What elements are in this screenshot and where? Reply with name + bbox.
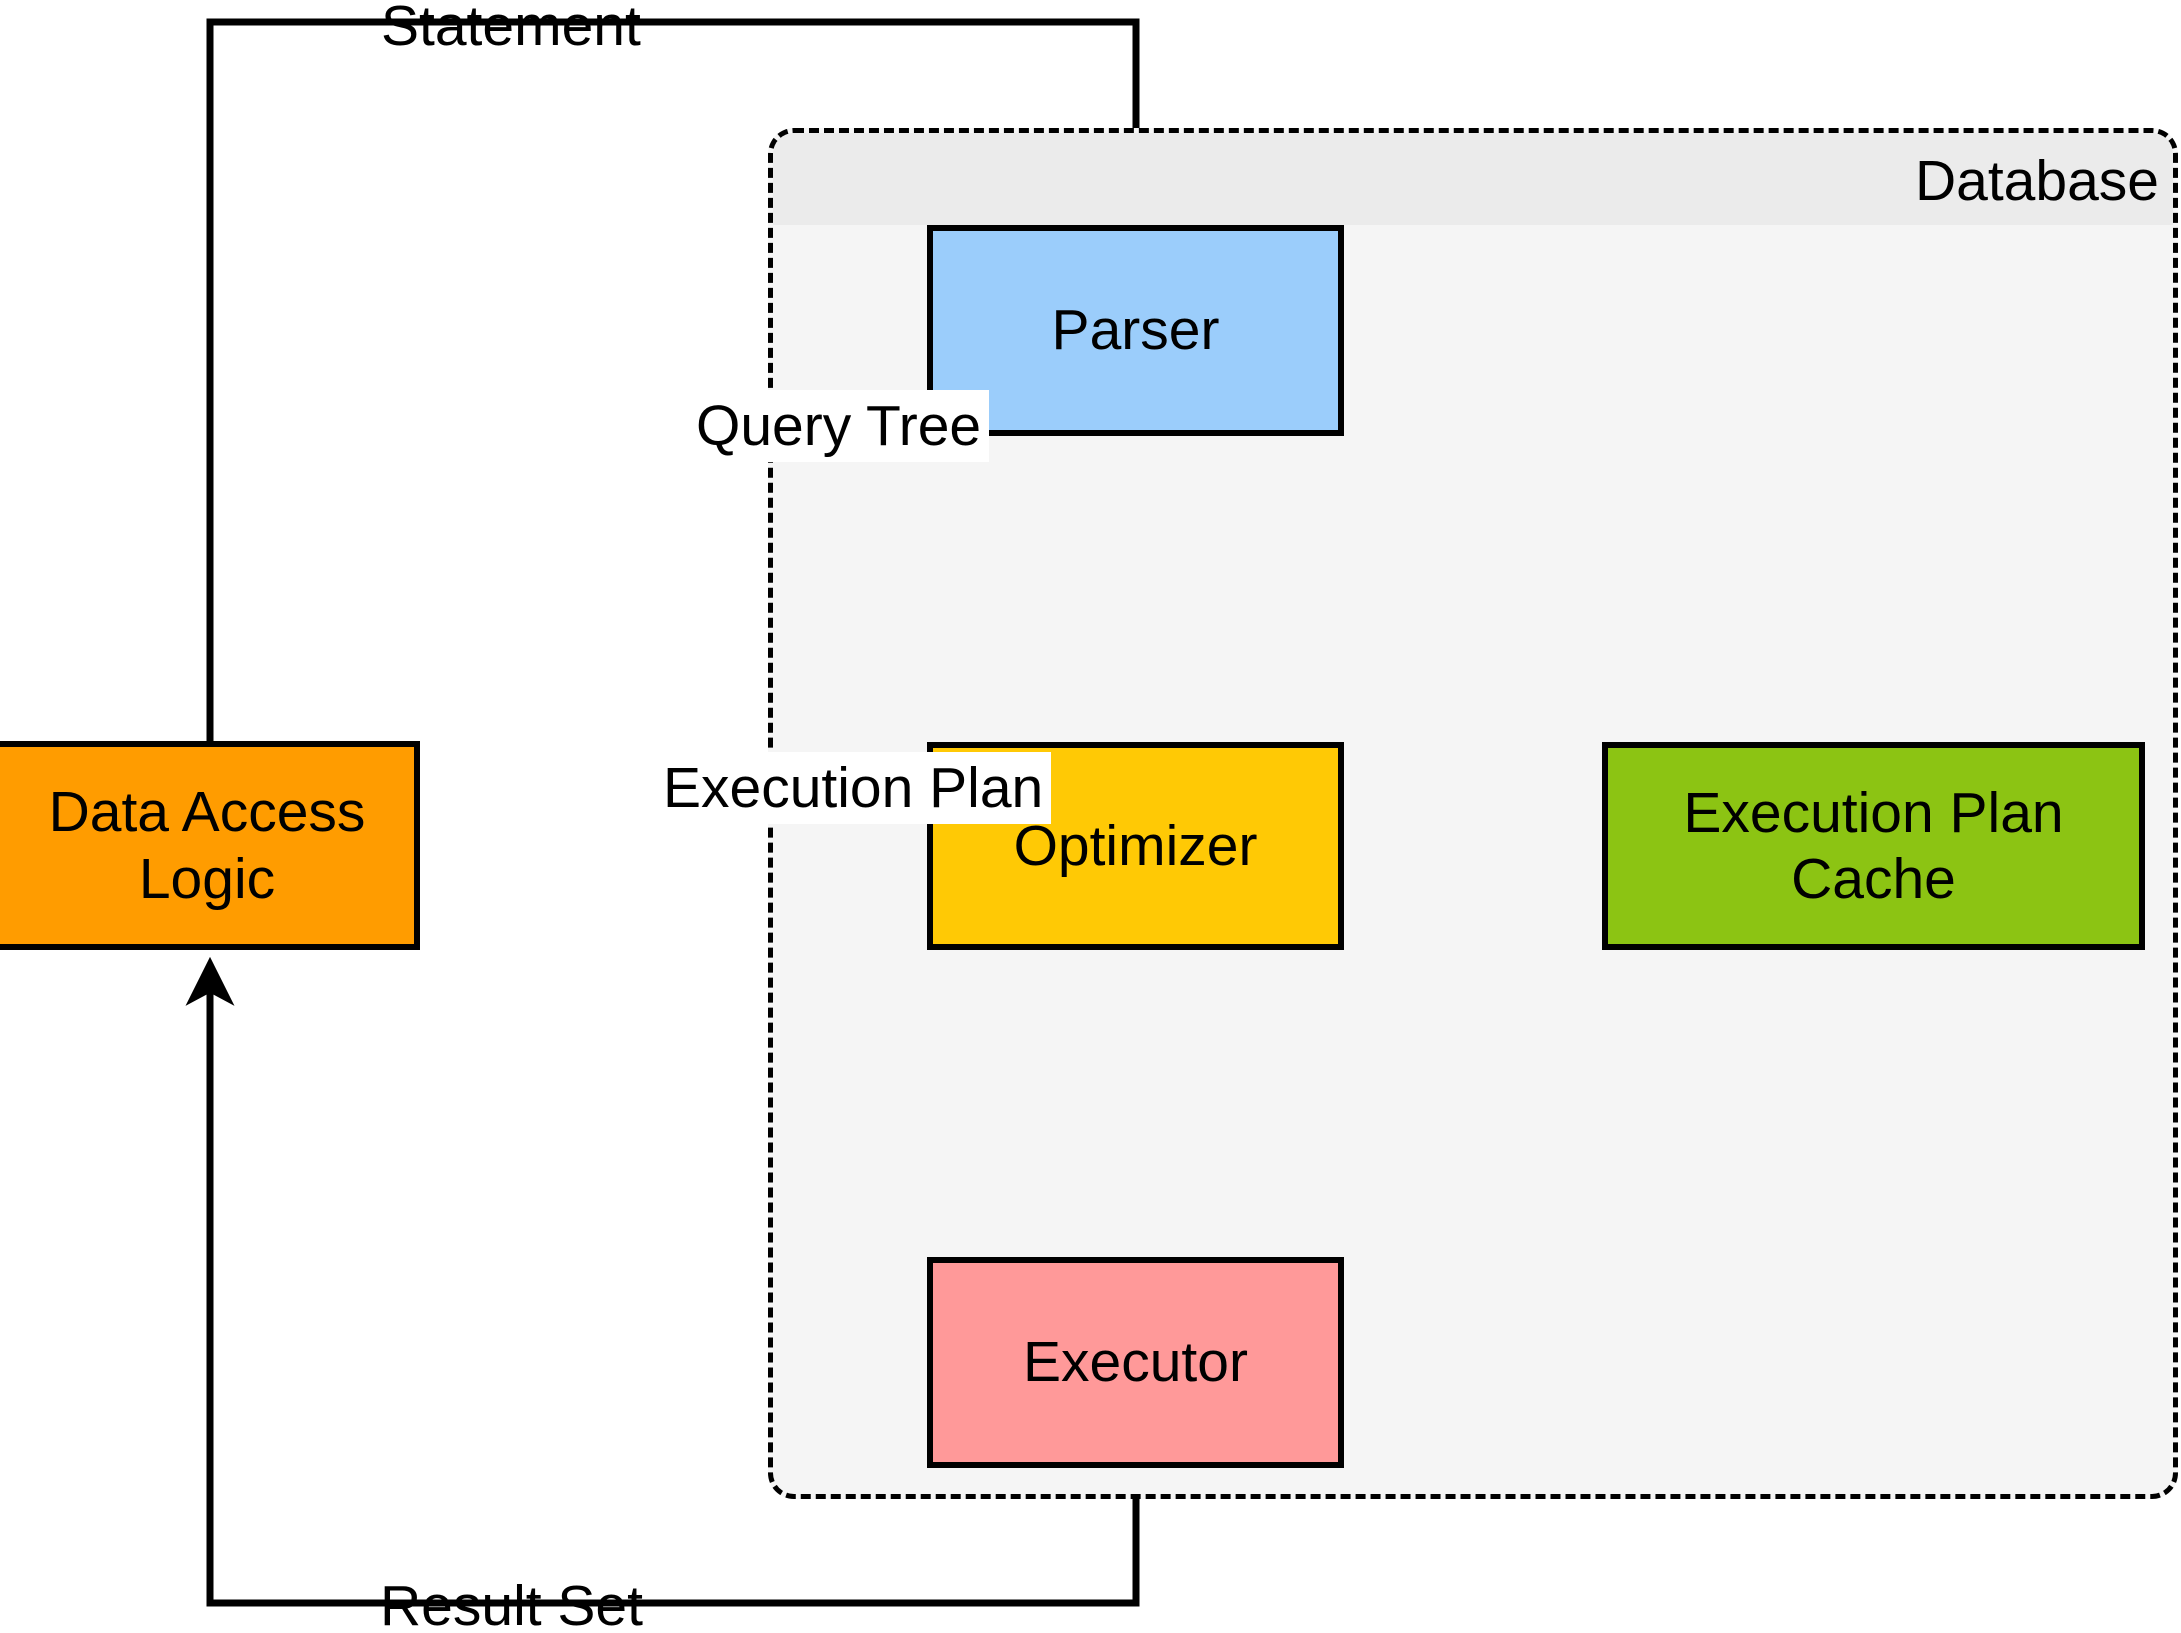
edge-label-query-tree: Query Tree: [688, 390, 990, 462]
node-execution-plan-cache[interactable]: Execution Plan Cache: [1602, 742, 2145, 950]
node-data-access-logic-label: Data Access Logic: [49, 779, 366, 911]
edge-label-statement: Statement: [381, 0, 641, 58]
edge-label-execution-plan: Execution Plan: [655, 752, 1052, 824]
node-executor[interactable]: Executor: [927, 1257, 1344, 1468]
node-parser[interactable]: Parser: [927, 225, 1344, 436]
edge-result-set: [185, 956, 1140, 1607]
node-data-access-logic[interactable]: Data Access Logic: [0, 741, 420, 950]
node-execution-plan-cache-label: Execution Plan Cache: [1683, 780, 2063, 912]
edge-statement: [206, 18, 1161, 741]
node-data-access-logic-label-line2: Logic: [138, 846, 276, 911]
node-executor-label: Executor: [1023, 1330, 1248, 1395]
database-container-header: [773, 133, 2173, 225]
database-container-label: Database: [1914, 149, 2159, 213]
node-data-access-logic-label-line1: Data Access: [48, 780, 366, 845]
node-execution-plan-cache-label-line2: Cache: [1791, 847, 1956, 911]
node-optimizer-label: Optimizer: [1013, 813, 1258, 878]
node-execution-plan-cache-label-line1: Execution Plan: [1683, 780, 2064, 845]
edge-label-result-set: Result Set: [380, 1574, 643, 1633]
node-parser-label: Parser: [1051, 298, 1220, 363]
